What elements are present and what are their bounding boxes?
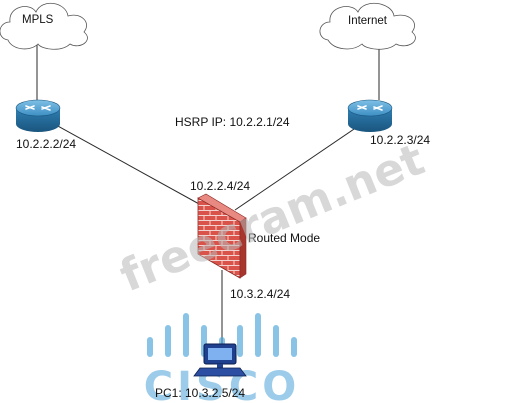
pc1-label: PC1: 10.3.2.5/24 xyxy=(155,386,245,400)
router-right-icon xyxy=(347,99,393,132)
firewall-outside-ip: 10.2.2.4/24 xyxy=(190,179,250,193)
internet-label: Internet xyxy=(348,15,388,27)
mpls-cloud-icon xyxy=(0,3,88,50)
firewall-inside-ip: 10.3.2.4/24 xyxy=(230,287,290,301)
firewall-icon xyxy=(197,193,247,279)
link-router-right-firewall xyxy=(234,124,361,211)
hsrp-label: HSRP IP: 10.2.2.1/24 xyxy=(175,115,290,129)
mpls-label: MPLS xyxy=(22,14,54,26)
router-left-ip: 10.2.2.2/24 xyxy=(16,137,76,151)
link-router-left-firewall xyxy=(55,124,211,211)
router-left-icon xyxy=(15,99,61,132)
firewall-mode-label: Routed Mode xyxy=(248,231,320,245)
pc-icon xyxy=(193,343,247,377)
internet-cloud-icon xyxy=(319,3,416,50)
router-right-ip: 10.2.2.3/24 xyxy=(370,133,430,147)
watermark-text: freecram.net xyxy=(113,134,431,302)
